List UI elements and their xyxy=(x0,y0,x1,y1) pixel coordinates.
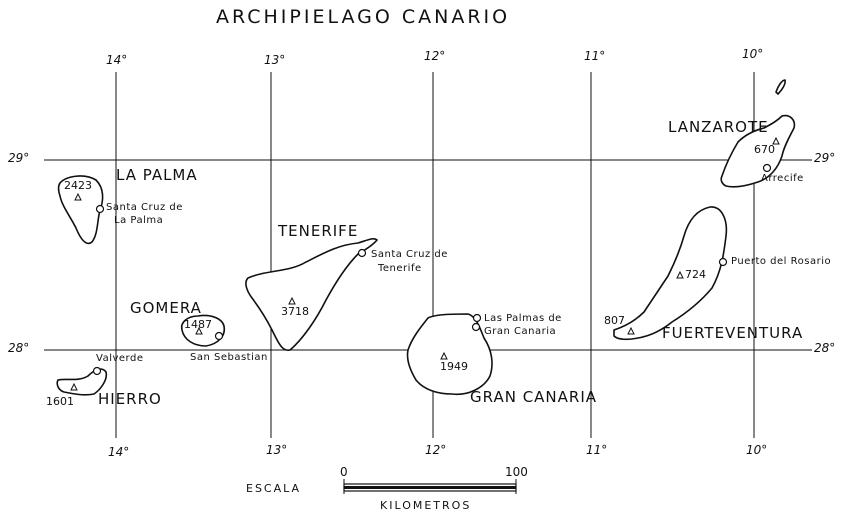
lat-28-right-label: 28° xyxy=(814,341,836,355)
scale-bar xyxy=(343,479,517,494)
arrecife-label: Arrecife xyxy=(761,173,804,184)
lanzarote-peak-icon xyxy=(772,136,780,145)
lon-14-top-label: 14° xyxy=(106,53,128,67)
tenerife-peak-icon xyxy=(288,296,296,305)
gomera-peak-elevation: 1487 xyxy=(184,318,212,331)
fuerteventura-sw-peak-elevation: 807 xyxy=(604,314,625,327)
scale-max-label: 100 xyxy=(505,465,528,479)
lanzarote-peak-elevation: 670 xyxy=(754,143,775,156)
santa-cruz-tenerife-label-1: Santa Cruz de xyxy=(371,249,448,260)
lon-14-bottom-label: 14° xyxy=(108,445,130,459)
las-palmas-marker-1 xyxy=(472,313,482,323)
fuerteventura-peak-elevation: 724 xyxy=(685,268,706,281)
graciosa-islet xyxy=(775,79,786,95)
lon-10-top-label: 10° xyxy=(742,47,764,61)
hierro-island xyxy=(56,368,108,396)
lat-28-left-label: 28° xyxy=(8,341,30,355)
hierro-peak-elevation: 1601 xyxy=(46,395,74,408)
valverde-marker xyxy=(92,366,102,376)
tenerife-name: TENERIFE xyxy=(278,222,359,240)
valverde-label: Valverde xyxy=(96,353,144,364)
santa-cruz-la-palma-marker xyxy=(95,204,105,214)
lon-12-bottom-label: 12° xyxy=(425,443,447,457)
gran-canaria-name: GRAN CANARIA xyxy=(470,388,598,406)
lon-13-top-label: 13° xyxy=(264,53,286,67)
gran-canaria-peak-icon xyxy=(440,351,448,360)
hierro-peak-icon xyxy=(70,382,78,391)
lanzarote-island xyxy=(720,114,796,188)
la-palma-peak-icon xyxy=(74,192,82,201)
santa-cruz-tenerife-label-2: Tenerife xyxy=(378,263,422,274)
las-palmas-label-1: Las Palmas de xyxy=(484,313,562,324)
lon-10-bottom-label: 10° xyxy=(746,443,768,457)
puerto-del-rosario-marker xyxy=(718,257,728,267)
tenerife-peak-elevation: 3718 xyxy=(281,305,309,318)
gomera-peak-icon xyxy=(195,326,203,335)
lon-13-bottom-label: 13° xyxy=(266,443,288,457)
hierro-name: HIERRO xyxy=(98,390,162,408)
san-sebastian-label: San Sebastian xyxy=(190,352,268,363)
lat-29-right-label: 29° xyxy=(814,151,836,165)
santa-cruz-tenerife-marker xyxy=(357,248,367,258)
fuerteventura-sw-peak-icon xyxy=(627,326,635,335)
lon-11-bottom-label: 11° xyxy=(586,443,608,457)
gran-canaria-island xyxy=(406,313,493,396)
lon-11-top-label: 11° xyxy=(584,49,606,63)
gomera-name: GOMERA xyxy=(130,299,202,317)
lanzarote-name: LANZAROTE xyxy=(668,118,769,136)
puerto-del-rosario-label: Puerto del Rosario xyxy=(731,256,832,267)
la-palma-name: LA PALMA xyxy=(116,166,198,184)
scale-min-label: 0 xyxy=(340,465,348,479)
santa-cruz-la-palma-label-2: La Palma xyxy=(114,215,164,226)
fuerteventura-island xyxy=(613,206,728,341)
lon-12-top-label: 12° xyxy=(424,49,446,63)
scale-unit-label: KILOMETROS xyxy=(380,499,472,512)
lat-29-left-label: 29° xyxy=(8,151,30,165)
arrecife-marker xyxy=(762,163,772,173)
las-palmas-marker-2 xyxy=(471,322,481,332)
gomera-island xyxy=(180,314,226,347)
map-title: ARCHIPIELAGO CANARIO xyxy=(216,6,511,28)
fuerteventura-name: FUERTEVENTURA xyxy=(662,324,804,342)
santa-cruz-la-palma-label-1: Santa Cruz de xyxy=(106,202,183,213)
la-palma-island xyxy=(57,175,104,245)
scale-label: ESCALA xyxy=(246,482,302,495)
la-palma-peak-elevation: 2423 xyxy=(64,179,92,192)
tenerife-island xyxy=(245,237,378,352)
san-sebastian-marker xyxy=(214,331,224,341)
gran-canaria-peak-elevation: 1949 xyxy=(440,360,468,373)
las-palmas-label-2: Gran Canaria xyxy=(484,326,557,337)
fuerteventura-peak-icon xyxy=(676,270,684,279)
